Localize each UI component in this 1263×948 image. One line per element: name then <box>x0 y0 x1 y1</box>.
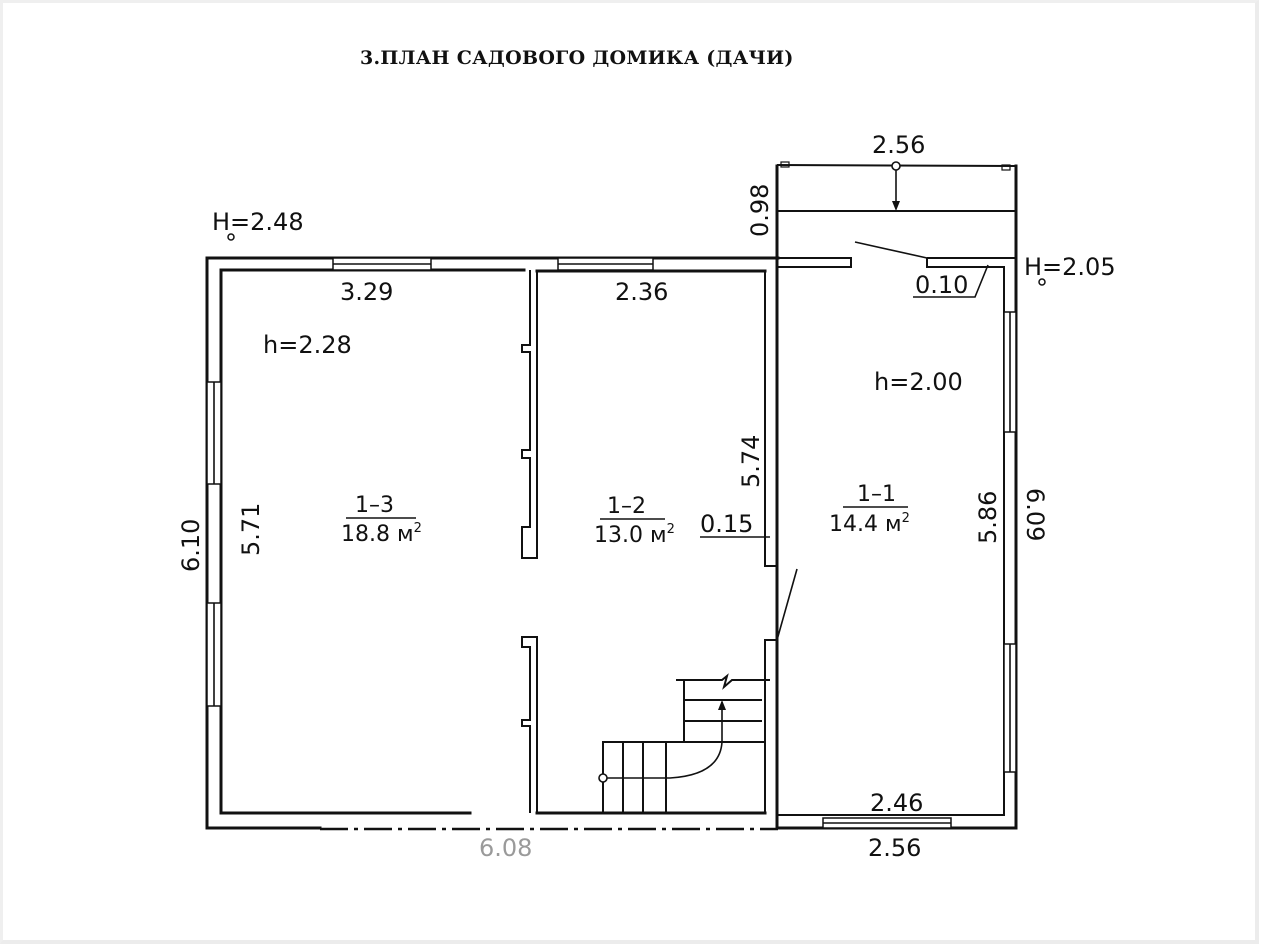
door-1-1 <box>776 568 798 641</box>
room-1-3-id: 1–3 <box>355 493 394 518</box>
dim-room-1-1-outer-width: 2.56 <box>868 834 921 862</box>
dim-room-1-3-height: 5.71 <box>237 503 265 556</box>
dim-room-1-2-width: 2.36 <box>615 278 668 306</box>
partition-1-3-1-2 <box>521 270 538 813</box>
dim-overall-bottom-width: 6.08 <box>479 834 532 862</box>
room-1-3-area: 18.8 м2 <box>341 521 422 547</box>
dim-room-1-2-height: 5.74 <box>737 435 765 488</box>
left-windows <box>206 381 222 707</box>
level-marker-icon <box>1038 278 1046 286</box>
dimension-leaders <box>700 264 989 538</box>
room-1-1-walls <box>775 164 1018 830</box>
level-marker-icon <box>227 233 235 241</box>
top-windows <box>332 257 654 271</box>
ceiling-height-1-3: h=2.28 <box>263 331 352 359</box>
room-1-1-area: 14.4 м2 <box>829 511 910 537</box>
dim-porch-depth: 0.98 <box>746 184 774 237</box>
room-1-2-area: 13.0 м2 <box>594 522 675 548</box>
dim-room-1-1-height: 5.86 <box>974 491 1002 544</box>
room-1-2-id: 1–2 <box>607 494 646 519</box>
staircase <box>598 673 770 814</box>
ceiling-height-1-1: h=2.00 <box>874 368 963 396</box>
dim-overall-left-height: 6.10 <box>177 519 205 572</box>
porch-level-label: H=2.05 <box>1024 253 1116 281</box>
room-1-1-id: 1–1 <box>857 482 896 507</box>
dim-partition-thickness: 0.15 <box>700 510 753 538</box>
entrance-door <box>854 241 928 259</box>
dim-overall-right-height: 6.09 <box>1021 488 1049 541</box>
dim-room-1-1-inner-width: 2.46 <box>870 789 923 817</box>
bottom-window-1-1 <box>822 817 952 829</box>
porch <box>776 161 1017 212</box>
dim-room-1-3-width: 3.29 <box>340 278 393 306</box>
dim-porch-width: 2.56 <box>872 131 925 159</box>
right-windows <box>1003 311 1017 773</box>
main-level-label: H=2.48 <box>212 208 304 236</box>
plan-title: 3.ПЛАН САДОВОГО ДОМИКА (ДАЧИ) <box>360 47 794 69</box>
partition-1-2-1-1 <box>764 258 778 828</box>
dim-wall-offset: 0.10 <box>915 271 968 299</box>
